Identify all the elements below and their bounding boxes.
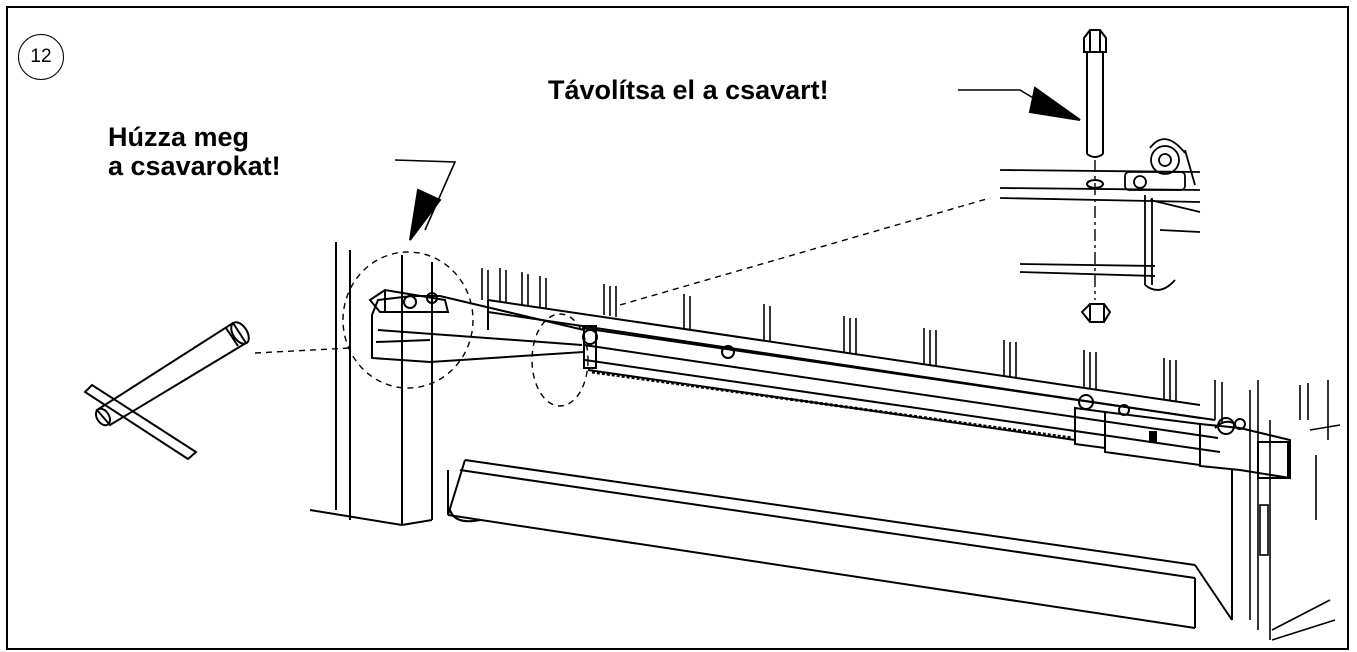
hinge-post xyxy=(309,242,433,527)
wrench-leader-line xyxy=(254,347,351,354)
socket-wrench xyxy=(83,321,250,461)
adjacent-gate-panel xyxy=(1214,380,1341,641)
gate-pickets xyxy=(481,268,1177,402)
tighten-callout-line-1: Húzza meg xyxy=(108,122,250,152)
remove-arrowhead xyxy=(1028,86,1081,121)
gate-panel xyxy=(447,299,1233,629)
remove-callout-leader xyxy=(958,89,1041,103)
tighten-bolts-callout: Húzza meg a csavarokat! xyxy=(108,123,281,181)
bolt xyxy=(1083,29,1107,158)
rack-detail xyxy=(591,370,1073,440)
nut xyxy=(1080,303,1112,323)
carriage-detail xyxy=(999,138,1201,291)
tighten-callout-line-2: a csavarokat! xyxy=(108,151,281,181)
detail-circle-arm xyxy=(531,313,589,407)
step-number-badge: 12 xyxy=(18,34,64,80)
remove-bolt-callout: Távolítsa el a csavart! xyxy=(548,75,829,105)
hinge-bracket xyxy=(368,288,450,313)
detail-leader-line xyxy=(619,197,991,306)
operator-arm xyxy=(371,292,1291,480)
detail-circle-hinge xyxy=(342,251,474,389)
tighten-arrowhead xyxy=(409,188,442,241)
bolt-hole xyxy=(1086,179,1104,189)
